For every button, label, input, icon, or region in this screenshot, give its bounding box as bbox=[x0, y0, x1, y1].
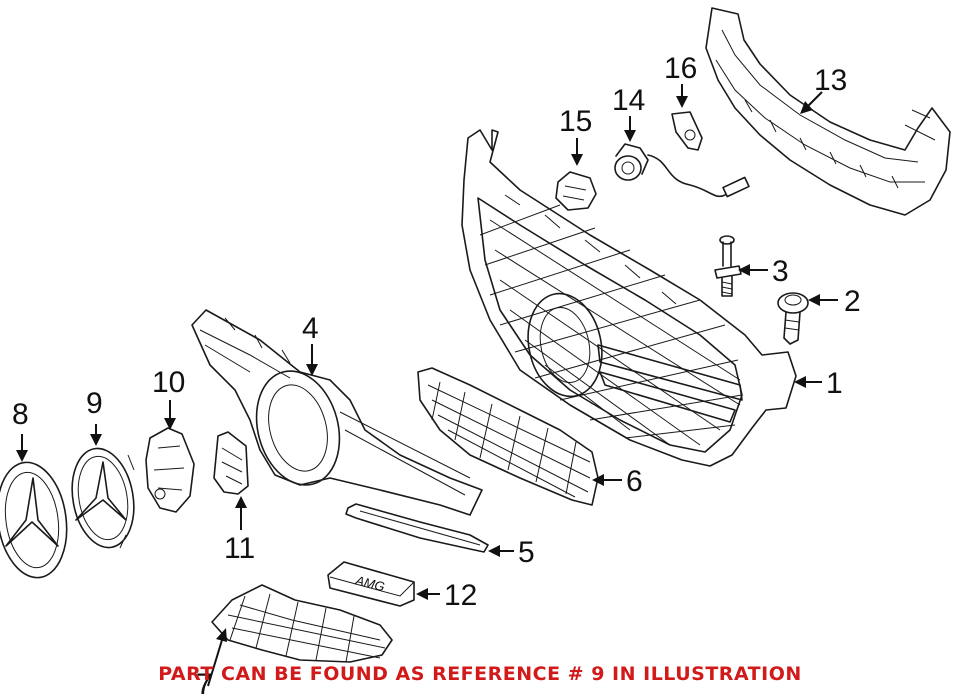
callout-11: 11 bbox=[224, 532, 255, 565]
part-15-clip bbox=[555, 171, 597, 211]
callout-4: 4 bbox=[302, 312, 319, 345]
part-2-clip bbox=[777, 292, 809, 345]
part-14-sensor bbox=[614, 143, 750, 198]
callout-7: 7 bbox=[196, 668, 213, 696]
part-7-lower-insert bbox=[211, 584, 393, 663]
callout-5: 5 bbox=[518, 536, 535, 569]
callout-15: 15 bbox=[559, 105, 592, 138]
callout-6: 6 bbox=[626, 465, 643, 498]
callout-16: 16 bbox=[664, 52, 697, 85]
part-13-reinforcement bbox=[705, 7, 951, 216]
reference-note: PART CAN BE FOUND AS REFERENCE # 9 IN IL… bbox=[158, 663, 802, 685]
callout-2: 2 bbox=[844, 285, 861, 318]
part-6-lower-grille bbox=[417, 367, 599, 506]
part-12-amg-emblem: AMG bbox=[327, 561, 415, 607]
part-3-bolt bbox=[714, 235, 742, 297]
part-10-emblem-carrier bbox=[145, 427, 195, 513]
part-9-star-emblem bbox=[71, 447, 135, 549]
callout-10: 10 bbox=[152, 366, 185, 399]
part-4-grille-frame bbox=[191, 309, 483, 516]
part-1-grille bbox=[461, 129, 797, 467]
part-8-star-emblem bbox=[0, 461, 68, 579]
callout-1: 1 bbox=[826, 367, 843, 400]
callout-13: 13 bbox=[814, 64, 847, 97]
callout-labels: 1 2 3 4 5 6 7 8 9 10 11 12 13 14 15 16 bbox=[12, 52, 861, 696]
amg-emblem-text: AMG bbox=[353, 572, 386, 594]
part-16-bracket bbox=[671, 111, 703, 151]
callout-3: 3 bbox=[772, 255, 789, 288]
callout-8: 8 bbox=[12, 398, 29, 431]
callout-arrows bbox=[16, 84, 838, 687]
callout-12: 12 bbox=[444, 579, 477, 612]
callout-14: 14 bbox=[612, 84, 645, 117]
callout-9: 9 bbox=[86, 387, 103, 420]
part-5-trim-strip bbox=[345, 503, 489, 553]
part-11-bracket bbox=[213, 431, 249, 495]
